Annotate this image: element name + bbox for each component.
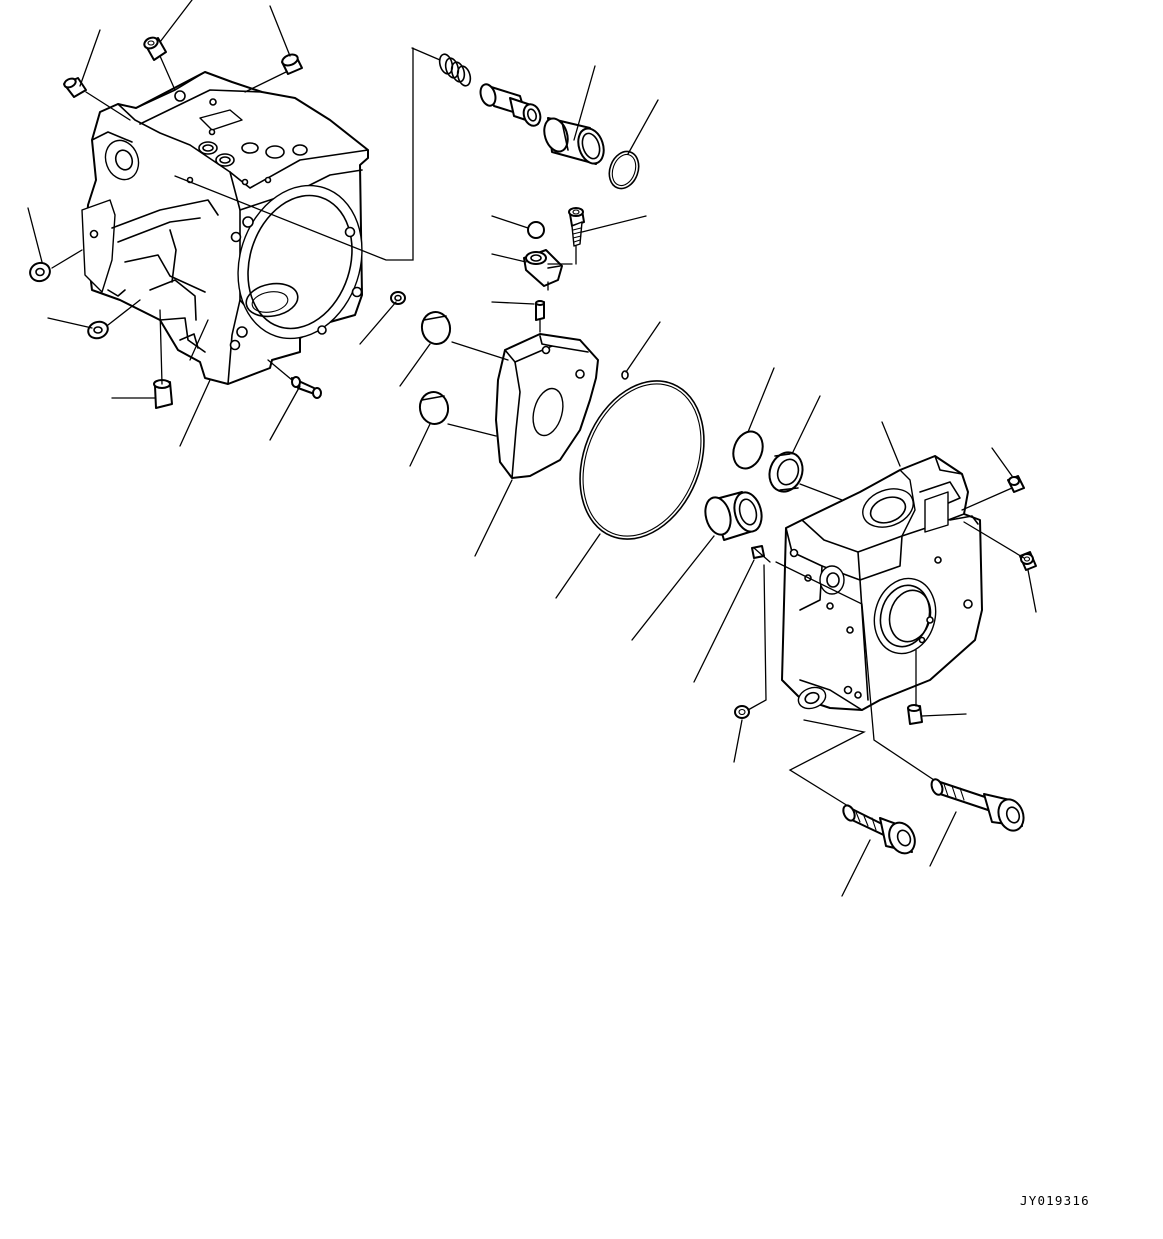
seal-disc	[728, 427, 767, 472]
cap-upper	[419, 310, 452, 346]
bracket	[524, 250, 562, 286]
pump-case	[82, 72, 381, 384]
end-cap	[782, 456, 982, 712]
bearing	[701, 489, 765, 540]
sleeve	[540, 115, 608, 166]
socket-screw	[569, 208, 584, 246]
end-cap-plugs	[735, 476, 1036, 724]
dowel-pin	[292, 377, 321, 398]
o-ring-small	[604, 147, 643, 192]
tiny-o-ring	[622, 371, 628, 379]
saddle-plate	[496, 334, 598, 478]
plug-end-cap-right	[1020, 552, 1036, 570]
plug-left-mid	[28, 260, 53, 284]
cap-lower	[417, 390, 450, 426]
plug-left-low	[86, 319, 110, 341]
small-plug-right	[391, 292, 405, 304]
oil-seal	[764, 448, 808, 497]
leader-lines	[28, 0, 1036, 896]
drawing-code: JY019316	[1020, 1193, 1090, 1208]
pump-case-plugs	[28, 36, 405, 408]
pin	[536, 301, 544, 320]
large-o-ring	[558, 362, 727, 558]
plug-bottom	[154, 380, 172, 408]
plug-end-cap-left	[735, 706, 749, 718]
bolt-left	[841, 804, 920, 858]
ball	[528, 222, 544, 238]
plug-top-center	[143, 36, 166, 60]
plug-end-cap-bottom	[908, 705, 922, 724]
plug-end-cap-top	[1008, 476, 1024, 492]
spring	[438, 53, 473, 87]
bolt-right	[930, 778, 1028, 834]
piston	[478, 82, 543, 128]
plug-top-right	[281, 53, 302, 74]
